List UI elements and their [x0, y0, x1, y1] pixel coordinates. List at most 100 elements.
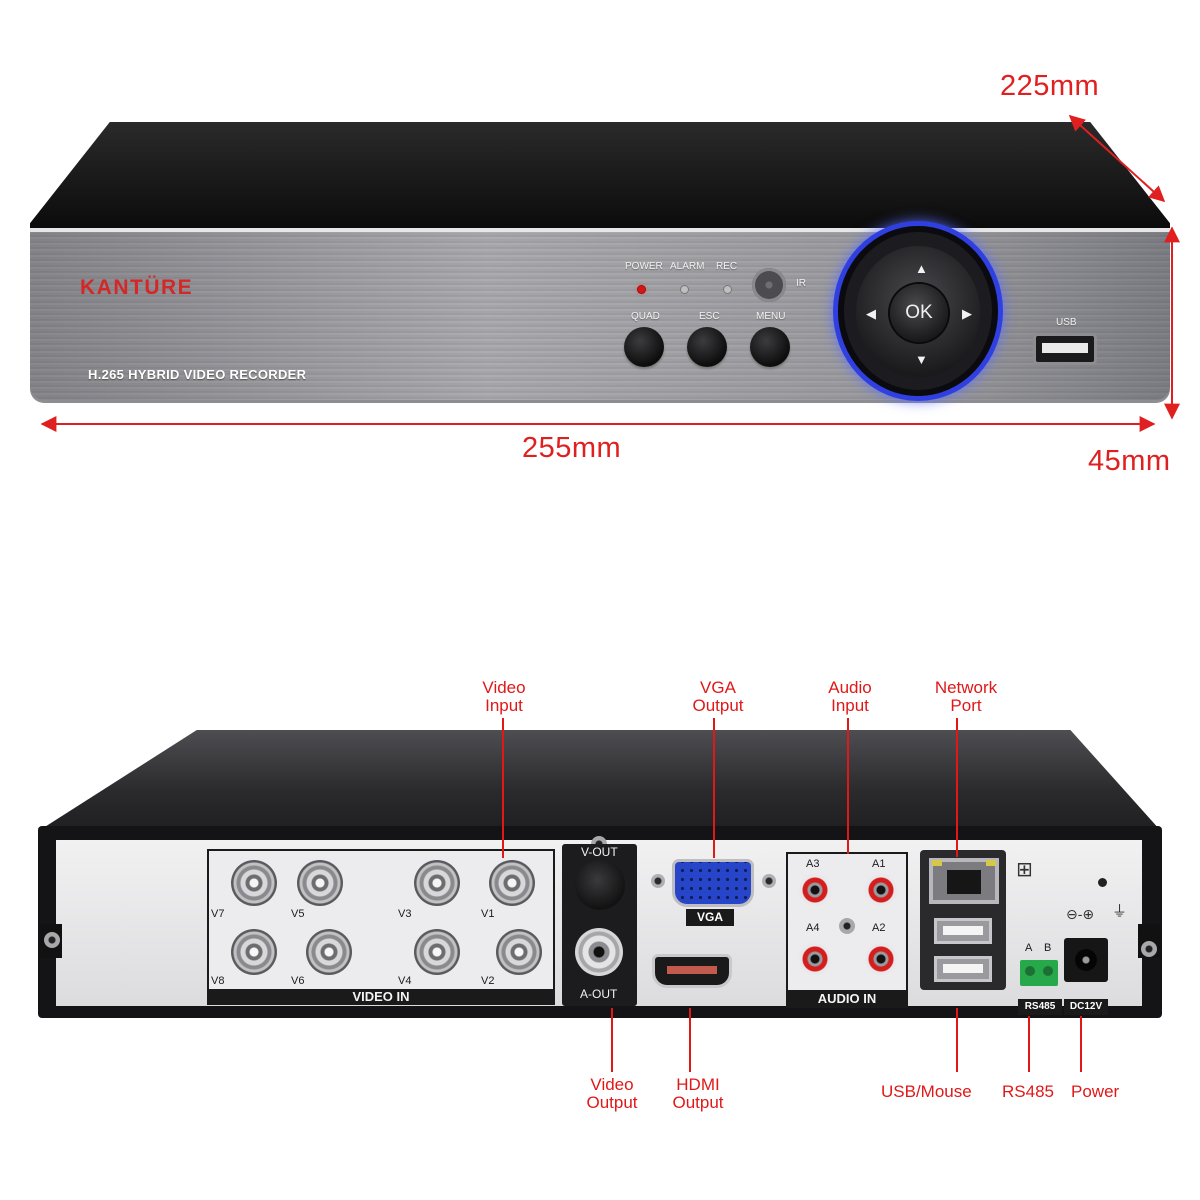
power-led [638, 286, 645, 293]
callout-hdmi-output: HDMI Output [662, 1076, 734, 1112]
callout-video-output-line1: Video [590, 1075, 634, 1094]
front-usb-port[interactable] [1036, 336, 1094, 362]
height-dimension-label: 45mm [1088, 445, 1171, 477]
bnc-port-v1[interactable] [489, 860, 535, 906]
bnc-label-v8: V8 [211, 975, 225, 987]
menu-button[interactable] [750, 327, 790, 367]
audio-port-a2[interactable] [865, 943, 897, 975]
arrow-left-icon[interactable]: ◀ [866, 306, 876, 321]
video-out-label: V-OUT [581, 845, 618, 859]
audio-out-port[interactable] [575, 928, 623, 976]
callout-audio-input-line2: Input [831, 696, 869, 715]
vga-port[interactable] [675, 862, 751, 904]
callout-vga-output: VGA Output [684, 679, 752, 715]
dc-label: DC12V [1064, 999, 1108, 1015]
esc-button[interactable] [687, 327, 727, 367]
ok-button[interactable]: OK [890, 284, 948, 342]
quad-button[interactable] [624, 327, 664, 367]
menu-button-label: MENU [756, 311, 786, 322]
ethernet-led-left [932, 860, 942, 866]
depth-dimension-label: 225mm [1000, 70, 1100, 102]
audio-block-screw [839, 918, 855, 934]
alarm-led [681, 286, 688, 293]
audio-port-a1[interactable] [865, 874, 897, 906]
bnc-label-v7: V7 [211, 908, 225, 920]
arrow-right-icon[interactable]: ▶ [962, 306, 972, 321]
rec-led [724, 286, 731, 293]
audio-port-a3[interactable] [799, 874, 831, 906]
width-dimension-label: 255mm [522, 432, 622, 464]
rear-usb-port-bottom[interactable] [934, 956, 992, 982]
callout-video-output: Video Output [578, 1076, 646, 1112]
callout-network-port-line2: Port [950, 696, 982, 715]
video-out-port[interactable] [575, 860, 625, 910]
bnc-port-v3[interactable] [414, 860, 460, 906]
brand-logo: KANTÜRE [80, 276, 194, 299]
rs485-terminal[interactable] [1020, 960, 1058, 986]
callout-network-port-line1: Network [934, 678, 998, 697]
callout-vga-output-line2: Output [692, 696, 744, 715]
bnc-label-v4: V4 [398, 975, 412, 987]
bnc-port-v8[interactable] [231, 929, 277, 975]
ground-icon: ⏚ [1112, 903, 1128, 920]
vga-label: VGA [686, 909, 734, 926]
ethernet-led-right [986, 860, 996, 866]
callout-hdmi-output-line2: Output [672, 1093, 724, 1112]
audio-label-a1: A1 [872, 858, 886, 870]
bnc-port-v5[interactable] [297, 860, 343, 906]
esc-button-label: ESC [699, 311, 720, 322]
bnc-label-v1: V1 [481, 908, 495, 920]
quad-button-label: QUAD [631, 311, 660, 322]
video-in-title: VIDEO IN [207, 989, 555, 1005]
callout-network-port: Network Port [924, 679, 1008, 715]
model-text: H.265 HYBRID VIDEO RECORDER [88, 367, 307, 382]
dvr-top-cover [30, 122, 1170, 232]
audio-label-a3: A3 [806, 858, 820, 870]
callout-hdmi-output-line1: HDMI [676, 1075, 720, 1094]
callout-vga-output-line1: VGA [700, 678, 736, 697]
hdmi-port[interactable] [655, 957, 729, 985]
rear-usb-port-top[interactable] [934, 918, 992, 944]
network-icon: ⊞ [1016, 859, 1033, 881]
dc-polarity-icon: ⊖-⊕ [1066, 906, 1095, 922]
bnc-port-v7[interactable] [231, 860, 277, 906]
bnc-port-v6[interactable] [306, 929, 352, 975]
alarm-indicator-label: ALARM [670, 261, 705, 272]
callout-video-input: Video Input [470, 679, 538, 715]
callout-audio-input-line1: Audio [828, 678, 872, 697]
audio-label-a2: A2 [872, 922, 886, 934]
rs485-label: RS485 [1018, 999, 1062, 1015]
bnc-label-v2: V2 [481, 975, 495, 987]
callout-usb-mouse: USB/Mouse [881, 1082, 972, 1101]
bnc-port-v2[interactable] [496, 929, 542, 975]
depth-arrow [1068, 114, 1166, 203]
dc-power-jack[interactable] [1064, 938, 1108, 982]
left-screw [44, 932, 60, 948]
bnc-label-v6: V6 [291, 975, 305, 987]
ir-label: IR [796, 278, 806, 289]
callout-audio-input: Audio Input [816, 679, 884, 715]
callout-rs485: RS485 [1002, 1082, 1054, 1101]
vga-left-screw [651, 874, 665, 888]
audio-in-title: AUDIO IN [786, 990, 908, 1007]
callout-video-output-line2: Output [586, 1093, 638, 1112]
arrow-up-icon[interactable]: ▲ [915, 261, 928, 276]
bnc-label-v5: V5 [291, 908, 305, 920]
power-indicator-label: POWER [625, 261, 663, 272]
callout-video-input-line2: Input [485, 696, 523, 715]
audio-out-label: A-OUT [580, 987, 618, 1001]
callout-video-input-line1: Video [482, 678, 526, 697]
audio-port-a4[interactable] [799, 943, 831, 975]
ir-sensor [752, 268, 786, 302]
rec-indicator-label: REC [716, 261, 738, 272]
audio-label-a4: A4 [806, 922, 820, 934]
power-indicator-hole [1098, 878, 1107, 887]
bnc-label-v3: V3 [398, 908, 412, 920]
dvr-rear-top-cover [40, 730, 1160, 830]
arrow-down-icon[interactable]: ▼ [915, 352, 928, 367]
vga-right-screw [762, 874, 776, 888]
bnc-port-v4[interactable] [414, 929, 460, 975]
callout-power: Power [1071, 1082, 1120, 1101]
rs485-pin-a-label: A [1025, 942, 1033, 954]
